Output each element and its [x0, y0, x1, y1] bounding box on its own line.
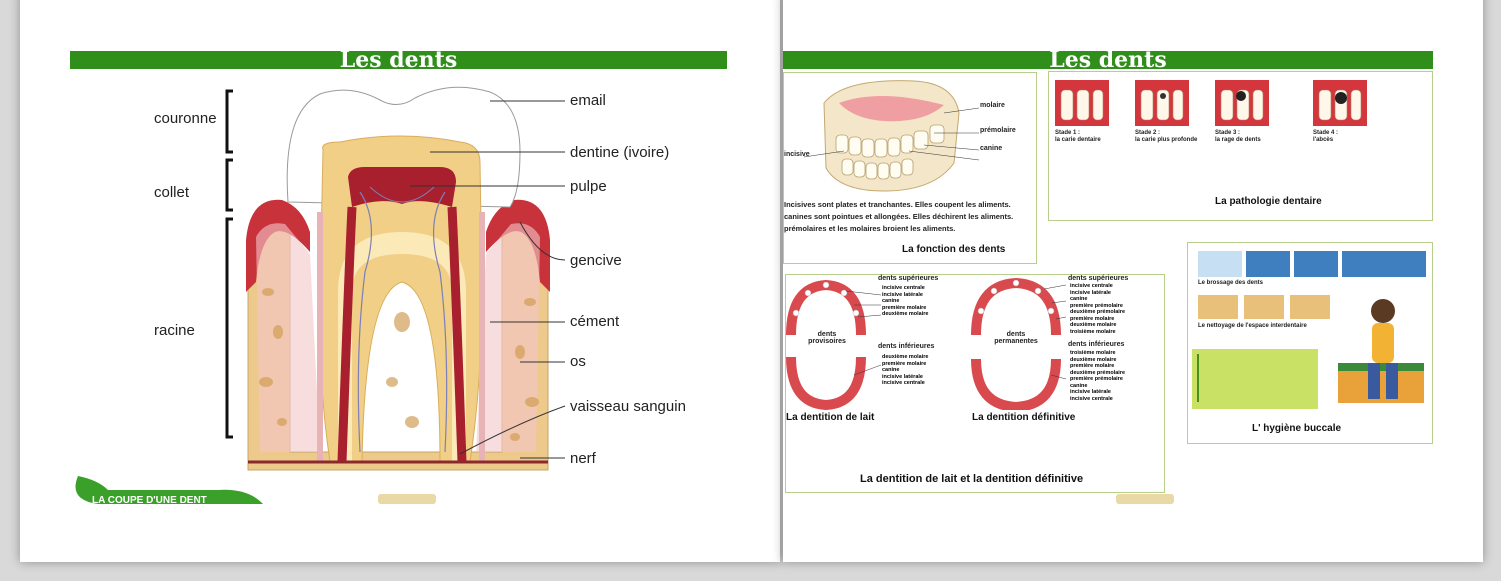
hygiene-caption: L' hygiène buccale [1252, 423, 1342, 434]
lait-inf-list: deuxième molaire première molaire canine… [882, 354, 928, 387]
left-banner-title: Les dents [70, 51, 727, 69]
label-nerf: nerf [570, 450, 596, 467]
dental-arches-illustration [786, 277, 1067, 410]
stage-2-title: Stade 2 : [1135, 130, 1161, 136]
scroll-ornament-right [1116, 494, 1174, 504]
perm-sup-label: dents supérieures [1068, 275, 1129, 282]
hygiene-box: Le brossage des dents Le nettoyage de l'… [1187, 242, 1433, 444]
perm-inf-item: incisive centrale [1070, 395, 1113, 402]
hygiene-note-panel [1192, 349, 1318, 409]
nettoyage-image-2 [1244, 295, 1284, 319]
right-page: Les dents molaire prémolaire canine inci… [783, 0, 1483, 562]
lait-inf-item: première molaire [882, 360, 927, 367]
lait-inf-item: canine [882, 367, 900, 373]
lait-sup-item: canine [882, 298, 900, 304]
perm-inf-item: incisive latérale [1070, 389, 1111, 395]
perm-inf-item: première molaire [1070, 363, 1115, 369]
scroll-ornament [378, 494, 436, 504]
perm-sup-item: canine [1070, 296, 1088, 302]
lait-sup-item: incisive centrale [882, 285, 925, 291]
nettoyage-image-1 [1198, 295, 1238, 319]
label-incisive: incisive [784, 151, 810, 158]
nettoyage-image-3 [1290, 295, 1330, 319]
stage-teeth-illustration [1060, 89, 1362, 121]
perm-title: La dentition définitive [972, 412, 1076, 423]
pathologie-box: Stade 1 : la carie dentaire Stade 2 : la… [1048, 71, 1433, 221]
hygiene-note-lines [1197, 354, 1313, 402]
brossage-image-4 [1342, 251, 1386, 277]
fonction-text-2: canines sont pointues et allongées. Elle… [784, 212, 1014, 221]
dentition-caption: La dentition de lait et la dentition déf… [860, 473, 1084, 485]
brossage-label: Le brossage des dents [1198, 280, 1264, 286]
perm-inf-item: troisième molaire [1070, 350, 1116, 356]
dentition-box: dents supérieures dents inférieures dent… [785, 274, 1165, 493]
lait-sup-item: deuxième molaire [882, 311, 929, 317]
tooth-cross-section-diagram [225, 86, 566, 471]
pathologie-caption: La pathologie dentaire [1215, 196, 1322, 207]
perm-sup-list: incisive centrale incisive latérale cani… [1070, 283, 1125, 335]
perm-sup-item: première molaire [1070, 315, 1115, 322]
lait-inf-item: deuxième molaire [882, 354, 929, 360]
label-vaisseau: vaisseau sanguin [570, 398, 686, 415]
fonction-text-3: prémolaires et les molaires broient les … [784, 224, 956, 233]
stage-3-subtitle: la rage de dents [1215, 137, 1261, 143]
right-banner-title: Les dents [783, 51, 1433, 69]
fonction-caption: La fonction des dents [902, 244, 1006, 255]
lait-sup-item: première molaire [882, 304, 927, 311]
lait-sup-item: incisive latérale [882, 291, 923, 298]
label-dentine: dentine (ivoire) [570, 144, 670, 161]
nettoyage-label: Le nettoyage de l'espace interdentaire [1198, 323, 1307, 329]
footer-tab-shape [75, 476, 263, 504]
stage-3-title: Stade 3 : [1215, 130, 1241, 136]
stage-4-subtitle: l'abcès [1313, 137, 1334, 143]
perm-inf-item: canine [1070, 382, 1088, 389]
perm-sup-item: première prémolaire [1070, 302, 1123, 309]
label-os: os [570, 353, 586, 370]
lait-inf-label: dents inférieures [878, 343, 935, 350]
label-canine: canine [980, 145, 1003, 152]
perm-center-label: dents permanentes [994, 331, 1038, 345]
region-racine: racine [154, 322, 195, 339]
fonction-box: molaire prémolaire canine incisive Incis… [783, 72, 1037, 264]
label-cement: cément [570, 313, 620, 330]
lait-inf-item: incisive latérale [882, 373, 923, 380]
perm-inf-list: troisième molaire deuxième molaire premi… [1070, 350, 1125, 402]
brossage-image-2 [1246, 251, 1290, 277]
label-premolaire: prémolaire [980, 127, 1016, 134]
fonction-text-1: Incisives sont plates et tranchantes. El… [784, 200, 1011, 209]
stage-4-title: Stade 4 : [1313, 130, 1339, 136]
brossage-image-1 [1198, 251, 1242, 277]
perm-inf-item: première prémolaire [1070, 376, 1123, 382]
perm-sup-item: deuxième molaire [1070, 322, 1117, 328]
perm-inf-item: deuxième molaire [1070, 356, 1117, 363]
region-couronne: couronne [154, 110, 217, 127]
brossage-image-5 [1386, 251, 1426, 277]
lait-sup-label: dents supérieures [878, 275, 939, 282]
stage-1-title: Stade 1 : [1055, 130, 1081, 136]
perm-sup-item: deuxième prémolaire [1070, 309, 1126, 315]
label-pulpe: pulpe [570, 178, 607, 195]
left-page: Les dents [20, 0, 780, 562]
perm-inf-label: dents inférieures [1068, 341, 1125, 348]
child-brushing-illustration [1338, 299, 1424, 403]
perm-sup-item: troisième molaire [1070, 328, 1116, 335]
region-collet: collet [154, 184, 190, 201]
lait-center-label: dents provisoires [808, 331, 846, 345]
label-gencive: gencive [570, 252, 622, 269]
perm-sup-item: incisive centrale [1070, 283, 1113, 289]
stage-1-subtitle: la carie dentaire [1055, 137, 1101, 143]
stage-2-subtitle: la carie plus profonde [1135, 137, 1198, 143]
perm-inf-item: deuxième prémolaire [1070, 369, 1126, 376]
denture-illustration [803, 80, 980, 192]
label-molaire: molaire [980, 102, 1005, 109]
lait-title: La dentition de lait [786, 412, 875, 423]
footer-tab-label: LA COUPE D'UNE DENT [92, 495, 207, 506]
lait-inf-item: incisive centrale [882, 380, 925, 386]
label-email: email [570, 92, 606, 109]
perm-sup-item: incisive latérale [1070, 289, 1111, 296]
lait-sup-list: incisive centrale incisive latérale cani… [882, 285, 928, 318]
brossage-image-3 [1294, 251, 1338, 277]
